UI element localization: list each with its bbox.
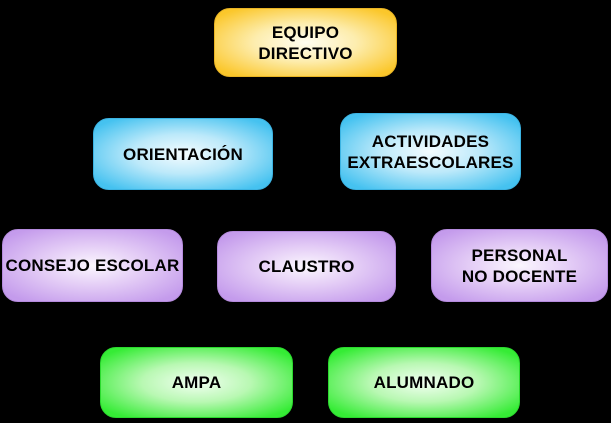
node-alumnado: ALUMNADO (328, 347, 520, 418)
node-consejo-escolar: CONSEJO ESCOLAR (2, 229, 183, 302)
node-alumnado-label: ALUMNADO (373, 373, 475, 392)
node-claustro: CLAUSTRO (217, 231, 396, 302)
node-personal-no-docente: PERSONAL NO DOCENTE (431, 229, 608, 302)
node-equipo-directivo-label: EQUIPO DIRECTIVO (258, 22, 353, 63)
node-actividades-extraescolares: ACTIVIDADES EXTRAESCOLARES (340, 113, 521, 190)
node-ampa-label: AMPA (171, 373, 222, 392)
node-personal-no-docente-label: PERSONAL NO DOCENTE (461, 245, 578, 286)
node-claustro-label: CLAUSTRO (258, 257, 355, 276)
node-ampa: AMPA (100, 347, 293, 418)
node-orientacion-label: ORIENTACIÓN (123, 144, 243, 164)
node-equipo-directivo: EQUIPO DIRECTIVO (214, 8, 397, 77)
node-consejo-escolar-label: CONSEJO ESCOLAR (5, 256, 180, 275)
node-orientacion: ORIENTACIÓN (93, 118, 273, 190)
node-actividades-extraescolares-label: ACTIVIDADES EXTRAESCOLARES (347, 131, 514, 172)
